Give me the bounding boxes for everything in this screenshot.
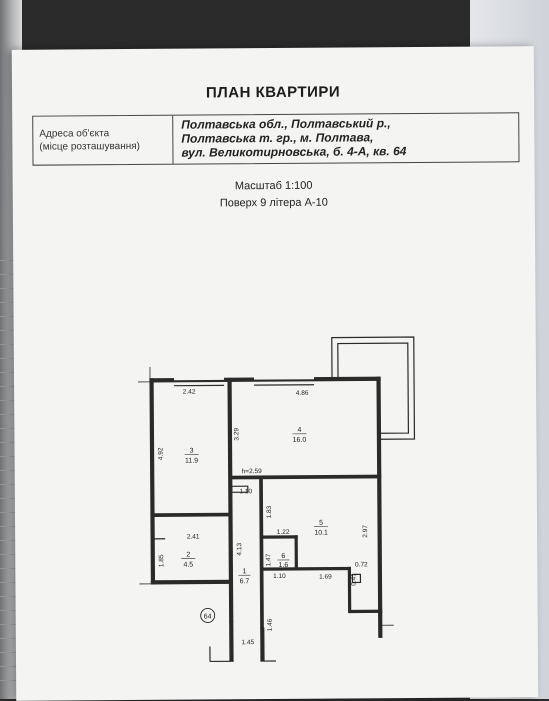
dim-413: 4.13 [236,543,243,556]
room-4-number: 4 [297,427,301,434]
dim-185: 1.85 [158,554,165,567]
plan-walls [150,337,416,662]
room-3-number: 3 [190,448,194,455]
dim-072: 0.72 [355,561,368,568]
wall-right [377,377,382,637]
wall-bottom-left [151,580,231,584]
dim-145: 1.45 [242,639,255,646]
room-labels: 3 11.9 4 16.0 5 10.1 2 4.5 6 1.6 1 6.7 [180,427,328,586]
room-3-area: 11.9 [185,458,198,465]
dim-146: 1.46 [267,618,274,631]
room-2-number: 2 [186,552,190,559]
wall-corridor-right [261,628,264,661]
dim-297: 2.97 [362,525,369,538]
dim-110b: 1.10 [273,573,286,580]
document-page: ПЛАН КВАРТИРИ Адреса об'єкта (місце розт… [12,46,539,701]
dim-329: 3.29 [233,428,240,441]
wall-vertical-mid [228,381,233,621]
room-4-area: 16.0 [293,437,307,444]
dim-183: 1.83 [266,505,273,518]
wall-room5-bottom [262,567,350,570]
wall-room6-top [262,536,297,538]
dim-492: 4.92 [158,447,165,460]
dim-041: 0.41 [350,573,357,586]
room-5-area: 10.1 [314,530,328,537]
balcony-inner [338,343,409,433]
wall-room5-left [260,478,264,628]
dim-241: 2.41 [187,534,200,541]
wall-room4-bottom [232,475,381,479]
wall-corridor-left [230,621,233,661]
room-5-number: 5 [319,520,323,527]
wall-room6-right [295,536,297,568]
room-2-area: 4.5 [183,562,193,569]
wall-step [351,610,382,612]
room-1-number: 1 [242,568,246,575]
balcony-outline [332,337,415,440]
dim-122: 1.22 [277,529,290,536]
room-1-area: 6.7 [240,578,250,585]
dim-110a: 1.10 [239,488,252,495]
wall-room2-top [154,513,229,516]
apartment-number: 64 [204,613,212,620]
floor-plan: 2.42 4.86 3.29 4.92 h=2.59 1.10 1.83 1.2… [12,46,539,701]
dimension-ticks [138,365,394,627]
room-6-number: 6 [281,553,285,560]
room-6-area: 1.6 [278,562,288,569]
dim-242: 2.42 [183,389,196,396]
dim-169: 1.69 [319,574,332,581]
dim-486: 4.86 [296,390,309,397]
dim-h259: h=2.59 [242,468,262,475]
wall-left [150,379,154,584]
dim-147: 1.47 [265,553,272,566]
